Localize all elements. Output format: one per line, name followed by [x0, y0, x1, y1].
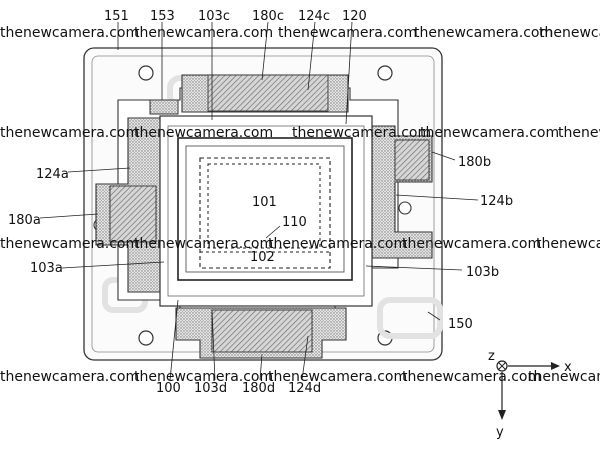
label-124d: 124d: [288, 381, 321, 396]
mounting-hole: [377, 65, 393, 81]
tab-153: [149, 99, 179, 115]
label-103b: 103b: [466, 265, 499, 280]
watermark-text: thenewcamera.com: [0, 369, 139, 385]
watermark-group: thenewcamera.com thenewcamera.com thenew…: [0, 25, 600, 385]
watermark-text: thenewcamera.com: [402, 236, 541, 252]
watermark-text: thenewcamera.com: [0, 125, 139, 141]
electrode-180c: [207, 74, 329, 112]
watermark-text: thenewcamera.com: [402, 369, 541, 385]
watermark-text: thenewcamera.com: [420, 125, 559, 141]
watermark-text: thenewcamera.com: [292, 125, 431, 141]
label-150: 150: [448, 317, 473, 332]
watermark-text: thenewcamera.com: [268, 369, 407, 385]
electrode-180b: [394, 139, 430, 181]
label-100: 100: [156, 381, 181, 396]
coordinate-axes: [496, 360, 560, 420]
leader-lines: [39, 21, 479, 381]
label-151: 151: [104, 9, 129, 24]
pixel-area-101: [207, 163, 321, 249]
y-arrow-icon: [498, 410, 506, 420]
watermark-text: thenewcamera.com: [278, 25, 417, 41]
watermark-text: thenewcamera.com: [0, 236, 139, 252]
electrode-180d: [211, 309, 313, 353]
x-arrow-icon: [551, 362, 560, 370]
label-124b: 124b: [480, 194, 513, 209]
watermark-text: thenewcamera.com: [414, 25, 553, 41]
label-180d: 180d: [242, 381, 275, 396]
label-103c: 103c: [198, 9, 230, 24]
label-153: 153: [150, 9, 175, 24]
watermark-text: thenewcamera.com: [539, 25, 600, 41]
watermark-text: thenewcamera.com: [268, 236, 407, 252]
watermark-text: thenewcamera.com: [134, 369, 273, 385]
label-180a: 180a: [8, 213, 41, 228]
label-124c: 124c: [298, 9, 330, 24]
watermark-text: thenewcamera.com: [528, 369, 600, 385]
axis-label-x: x: [564, 360, 572, 375]
reference-labels: 151 153 103c 180c 124c 120 124a 180b 101…: [8, 9, 572, 440]
sensor-package-100: [177, 137, 353, 281]
axis-label-y: y: [496, 425, 504, 440]
label-120: 120: [342, 9, 367, 24]
axis-label-z: z: [488, 349, 495, 364]
label-102: 102: [250, 250, 275, 265]
label-110: 110: [282, 215, 307, 230]
image-sensor-102: [199, 157, 331, 269]
label-180c: 180c: [252, 9, 284, 24]
watermark-text: thenewcamera.com: [536, 236, 600, 252]
watermark-text: thenewcamera.com: [558, 125, 600, 141]
mounting-hole: [398, 201, 412, 215]
watermark-text: thenewcamera.com: [134, 236, 273, 252]
sensor-inner-frame: [185, 145, 345, 273]
label-180b: 180b: [458, 155, 491, 170]
label-103a: 103a: [30, 261, 63, 276]
stage-103-inner: [167, 125, 365, 297]
mounting-hole: [138, 65, 154, 81]
watermark-text: thenewcamera.com: [134, 25, 273, 41]
watermark-text: thenewcamera.com: [134, 125, 273, 141]
electrode-180a: [109, 185, 157, 243]
mounting-hole: [138, 330, 154, 346]
label-124a: 124a: [36, 167, 69, 182]
label-101: 101: [252, 195, 277, 210]
label-103d: 103d: [194, 381, 227, 396]
watermark-text: thenewcamera.com: [0, 25, 139, 41]
